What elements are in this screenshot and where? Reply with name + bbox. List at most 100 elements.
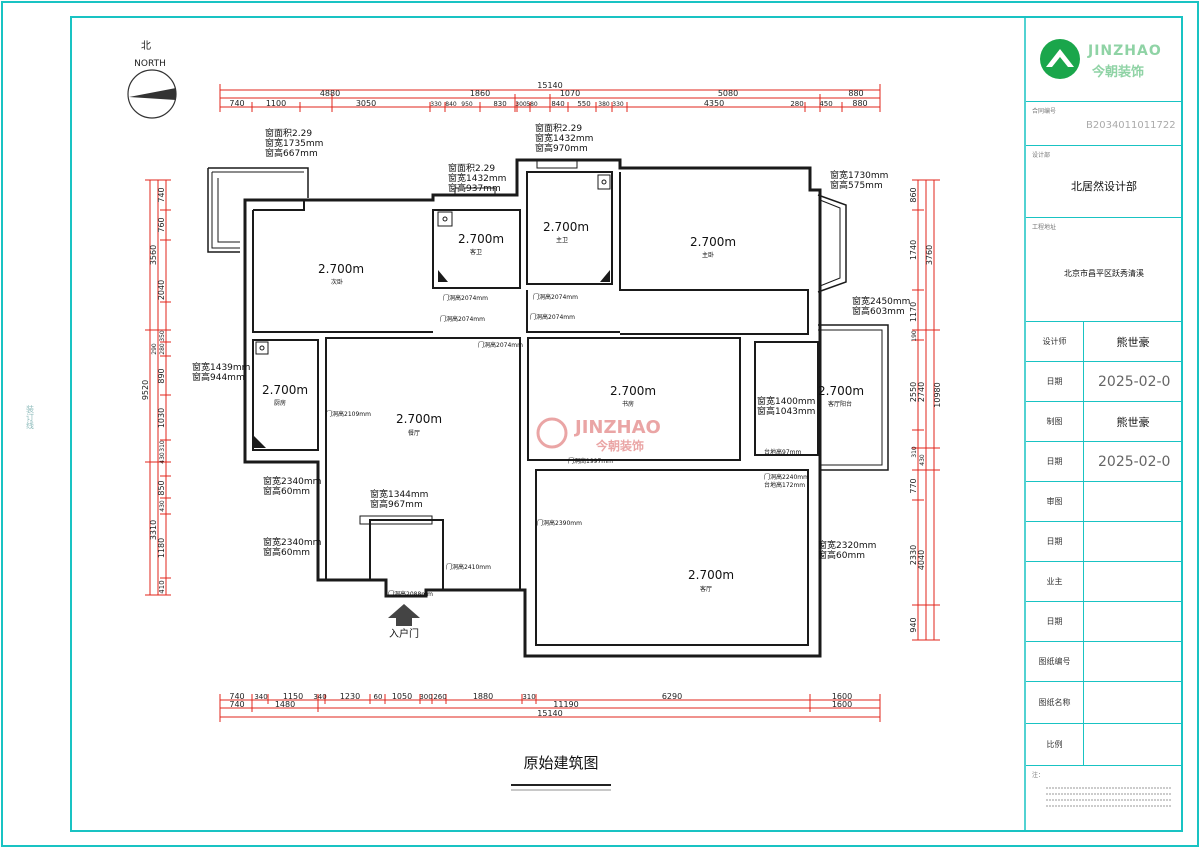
tb-label-drafter: 制图 <box>1026 402 1084 441</box>
tb-row-date1: 日期 2025-02-0 <box>1026 361 1182 401</box>
dim-right-11: 2330 <box>909 545 918 565</box>
dim-bot-r1-5: 60 <box>374 693 383 701</box>
window-8-h: 窗高60mm <box>263 487 310 497</box>
tb-label-drawing-name: 图纸名称 <box>1026 682 1084 723</box>
brand-block: JINZHAO 今朝装饰 <box>1026 17 1182 101</box>
window-2-title: 窗面积2.29 <box>448 164 496 174</box>
tb-value-owner <box>1084 562 1182 601</box>
tb-label-drawing-no: 图纸编号 <box>1026 642 1084 681</box>
dim-right-5: 2550 <box>909 382 918 402</box>
tb-row-date3: 日期 <box>1026 521 1182 561</box>
door-7: 门洞高1997mm <box>568 458 613 465</box>
room-name-zhu-wo: 主卧 <box>702 252 715 259</box>
brand-logo-icon <box>1040 39 1080 79</box>
tb-row-drawing-name: 图纸名称 <box>1026 681 1182 723</box>
window-7-w: 窗宽1400mm <box>757 397 816 407</box>
dimension-lines <box>145 84 940 722</box>
tb-label-reviewer: 审图 <box>1026 482 1084 521</box>
door-4: 门洞高2074mm <box>530 314 575 321</box>
brand-cn: 今朝装饰 <box>1092 65 1145 80</box>
door-12: 台地高97mm <box>764 449 802 456</box>
door-8: 门洞高2240mm <box>764 474 809 481</box>
dept-row: 设计部 北居然设计部 <box>1026 145 1182 217</box>
tb-row-drawing-no: 图纸编号 <box>1026 641 1182 681</box>
tb-row-date4: 日期 <box>1026 601 1182 641</box>
window-10-w: 窗宽2340mm <box>263 538 322 548</box>
watermark-en: JINZHAO <box>573 417 661 438</box>
dim-right-7: 10980 <box>933 382 942 407</box>
dim-left-4: 9520 <box>141 380 150 400</box>
dim-top-r3-8: 580 <box>526 101 538 108</box>
dim-bot-r1-4: 1230 <box>340 692 360 701</box>
tb-row-date2: 日期 2025-02-0 <box>1026 441 1182 481</box>
entrance-label: 入户门 <box>389 627 419 640</box>
door-5: 门洞高2074mm <box>478 342 523 349</box>
tb-label-designer: 设计师 <box>1026 322 1084 361</box>
project-address: 北京市昌平区跃秀清溪 <box>1064 269 1144 278</box>
dim-bot-r1-8: 260 <box>433 693 446 701</box>
dim-top-e: 880 <box>848 89 863 98</box>
room-height-yang-tai: 2.700m <box>818 384 865 398</box>
door-11: 门洞高2410mm <box>446 564 491 571</box>
window-4-h: 窗高575mm <box>830 181 883 191</box>
window-2-h: 窗高937mm <box>448 184 501 194</box>
dim-left-15: 1180 <box>157 538 166 558</box>
contract-label: 合同编号 <box>1032 108 1057 115</box>
title-block: JINZHAO 今朝装饰 合同编号 B2034011011722 设计部 北居然… <box>1026 17 1182 831</box>
dim-left-0: 740 <box>157 187 166 202</box>
dimension-labels-left: 740 760 3560 2040 9520 350 280 290 890 1… <box>141 187 166 593</box>
tb-row-reviewer: 审图 <box>1026 481 1182 521</box>
dim-bot-r2-1: 1480 <box>275 700 295 709</box>
tb-label-date4: 日期 <box>1026 602 1084 641</box>
dim-left-8: 890 <box>157 368 166 383</box>
tb-value-designer: 熊世豪 <box>1116 335 1150 349</box>
dim-right-0: 860 <box>909 187 918 202</box>
room-name-ke-ting: 客厅 <box>700 586 713 593</box>
window-1-w: 窗宽1735mm <box>265 139 324 149</box>
dim-right-4: 190 <box>911 330 918 342</box>
room-height-ci-wo: 2.700m <box>318 262 365 276</box>
watermark-logo-icon <box>536 417 568 449</box>
door-2: 门洞高2074mm <box>533 294 578 301</box>
dim-right-12: 4040 <box>917 550 926 570</box>
tb-value-drawing-name <box>1084 682 1182 723</box>
dim-bot-r1-11: 6290 <box>662 692 682 701</box>
tb-label-date3: 日期 <box>1026 522 1084 561</box>
window-11-w: 窗宽2320mm <box>818 541 877 551</box>
tb-value-reviewer <box>1084 482 1182 521</box>
window-6-w: 窗宽1439mm <box>192 363 251 373</box>
tb-label-date1: 日期 <box>1026 362 1084 401</box>
dim-right-1: 1740 <box>909 240 918 260</box>
dim-right-9: 430 <box>919 454 926 466</box>
window-8-w: 窗宽2340mm <box>263 477 322 487</box>
dim-left-6: 280 <box>159 343 166 355</box>
window-7-h: 窗高1043mm <box>757 407 816 417</box>
notes-placeholder <box>1046 787 1171 807</box>
dim-top-r3-0: 740 <box>229 99 244 108</box>
dept-name: 北居然设计部 <box>1071 180 1137 193</box>
window-4-w: 窗宽1730mm <box>830 171 889 181</box>
dim-top-r3-1: 1100 <box>266 99 286 108</box>
dim-left-12: 850 <box>157 480 166 495</box>
dim-right-2: 3760 <box>925 245 934 265</box>
dim-right-13: 940 <box>909 617 918 632</box>
room-name-shu-fang: 书房 <box>622 401 635 408</box>
dim-bot-r1-6: 1050 <box>392 692 412 701</box>
room-name-ci-wo: 次卧 <box>331 279 344 286</box>
tb-value-drafter: 熊世豪 <box>1116 415 1150 429</box>
dim-right-6: 2740 <box>917 382 926 402</box>
room-height-zhu-wei: 2.700m <box>543 220 590 234</box>
dim-left-9: 1030 <box>157 408 166 428</box>
door-6: 门洞高2109mm <box>326 411 371 418</box>
tb-value-date2: 2025-02-0 <box>1098 453 1171 470</box>
window-3-title: 窗面积2.29 <box>535 124 583 134</box>
dim-top-r3-11: 380 <box>598 101 610 108</box>
notes-label: 注： <box>1032 772 1045 779</box>
watermark-cn: 今朝装饰 <box>595 438 644 453</box>
dim-top-r3-13: 4350 <box>704 99 724 108</box>
dim-left-13: 430 <box>159 500 166 512</box>
dim-bot-r1-2: 1150 <box>283 692 303 701</box>
binding-line-label: 装订线 <box>26 404 35 429</box>
window-1-title: 窗面积2.29 <box>265 129 313 139</box>
